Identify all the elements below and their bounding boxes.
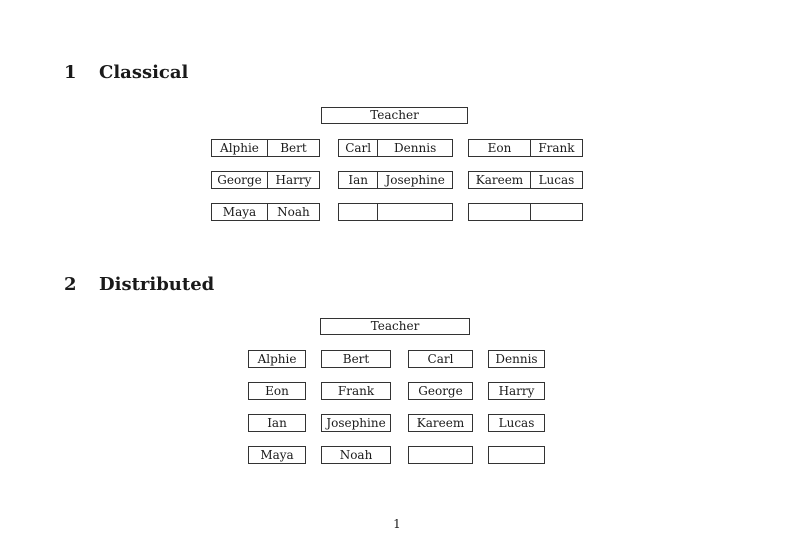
- student-cell: Harry: [488, 382, 545, 400]
- desk-box: Carl Dennis: [338, 139, 453, 157]
- desk-box: Alphie Bert: [211, 139, 320, 157]
- section-heading-distributed: 2 Distributed: [64, 274, 214, 296]
- empty-cell: [469, 204, 531, 220]
- student-cell: Bert: [280, 141, 307, 155]
- desk-row: George Harry Ian Josephine Kareem Lucas: [211, 171, 583, 189]
- student-cell: Bert: [321, 350, 391, 368]
- section-number: 2: [64, 274, 77, 295]
- desk-row: Alphie Bert Carl Dennis: [248, 350, 545, 368]
- empty-cell: [488, 446, 545, 464]
- student-cell: George: [212, 172, 268, 188]
- empty-desk-box: [338, 203, 453, 221]
- page-number: 1: [393, 517, 401, 531]
- student-cell: Eon: [248, 382, 306, 400]
- student-cell: Harry: [275, 173, 312, 187]
- desk-row: Maya Noah: [211, 203, 583, 221]
- teacher-box: Teacher: [321, 107, 468, 124]
- student-cell: Dennis: [394, 141, 437, 155]
- student-cell: Josephine: [385, 173, 445, 187]
- student-cell: George: [408, 382, 473, 400]
- student-cell: Dennis: [488, 350, 545, 368]
- student-cell: Kareem: [408, 414, 473, 432]
- teacher-label: Teacher: [370, 319, 420, 333]
- desk-row: Maya Noah: [248, 446, 545, 464]
- desk-box: Maya Noah: [211, 203, 320, 221]
- desk-box: Kareem Lucas: [468, 171, 583, 189]
- student-cell: Noah: [277, 205, 310, 219]
- student-cell: Lucas: [538, 173, 575, 187]
- desk-row: Alphie Bert Carl Dennis Eon Frank: [211, 139, 583, 157]
- section-title: Distributed: [99, 274, 215, 295]
- section-number: 1: [64, 62, 77, 83]
- teacher-box: Teacher: [320, 318, 470, 335]
- section-title: Classical: [99, 62, 189, 83]
- desk-row: Ian Josephine Kareem Lucas: [248, 414, 545, 432]
- student-cell: Josephine: [321, 414, 391, 432]
- distributed-diagram: Teacher Alphie Bert Carl Dennis Eon Fran…: [248, 318, 545, 465]
- empty-cell: [339, 204, 379, 220]
- empty-desk-box: [468, 203, 583, 221]
- desk-box: Ian Josephine: [338, 171, 453, 189]
- student-cell: Frank: [538, 141, 575, 155]
- student-cell: Alphie: [248, 350, 306, 368]
- student-cell: Carl: [408, 350, 473, 368]
- classical-diagram: Teacher Alphie Bert Carl Dennis Eon Fran…: [211, 107, 583, 222]
- student-cell: Carl: [339, 140, 379, 156]
- empty-cell: [531, 204, 582, 220]
- student-cell: Eon: [469, 140, 531, 156]
- student-cell: Lucas: [488, 414, 545, 432]
- empty-cell: [378, 204, 452, 220]
- empty-cell: [408, 446, 473, 464]
- student-cell: Alphie: [212, 140, 268, 156]
- student-cell: Noah: [321, 446, 391, 464]
- desk-box: George Harry: [211, 171, 320, 189]
- desk-row: Eon Frank George Harry: [248, 382, 545, 400]
- student-cell: Kareem: [469, 172, 531, 188]
- student-cell: Ian: [248, 414, 306, 432]
- student-cell: Maya: [212, 204, 268, 220]
- student-cell: Ian: [339, 172, 379, 188]
- desk-box: Eon Frank: [468, 139, 583, 157]
- student-cell: Frank: [321, 382, 391, 400]
- student-cell: Maya: [248, 446, 306, 464]
- section-heading-classical: 1 Classical: [64, 62, 188, 84]
- teacher-label: Teacher: [370, 108, 419, 122]
